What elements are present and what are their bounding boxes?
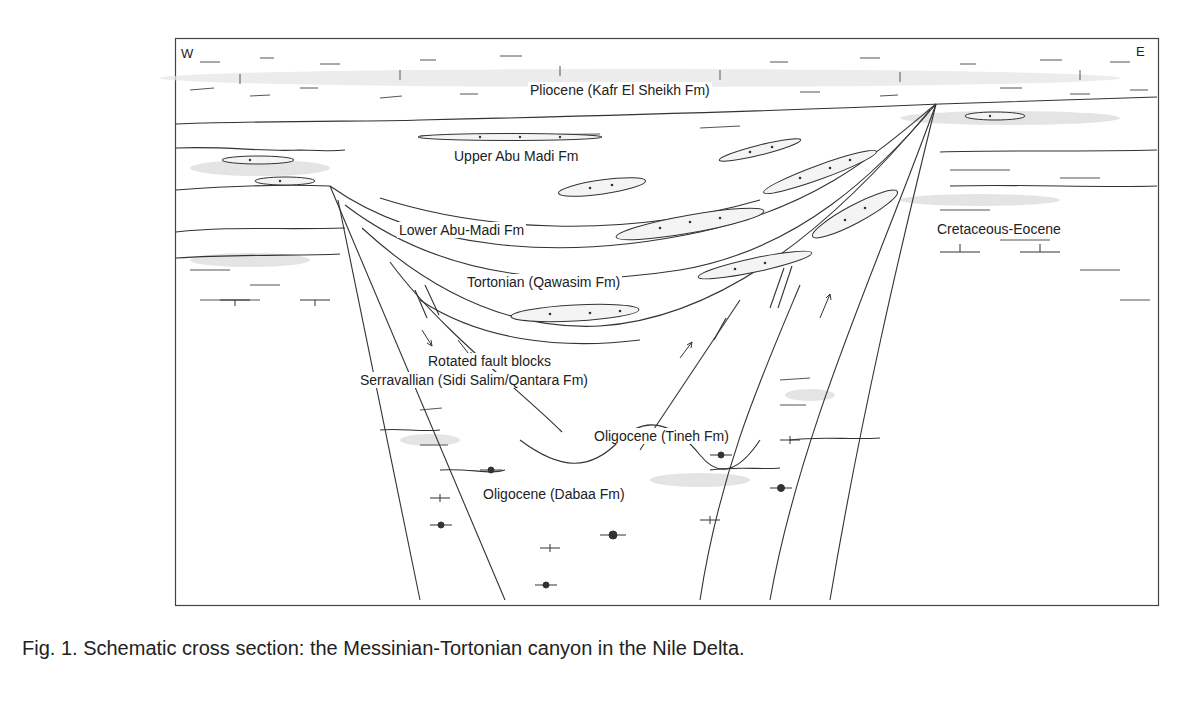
sand-dots: [549, 313, 552, 316]
direction-label: E: [1134, 44, 1147, 60]
horizon-lines: [176, 185, 330, 190]
bedding-dashes: [190, 270, 1150, 300]
horizon-lines: [176, 97, 1157, 344]
fault-lines: [338, 200, 420, 600]
formation-label: Cretaceous-Eocene: [935, 221, 1063, 237]
sand-dots: [734, 268, 737, 271]
grey-shading: [900, 194, 1060, 206]
sand-lenses: [222, 112, 1025, 324]
sand-lenses: [808, 184, 901, 245]
oligocene-horizons: [380, 429, 440, 430]
fault-lines: [830, 104, 936, 600]
horizon-lines: [330, 104, 936, 248]
figure-caption: Fig. 1. Schematic cross section: the Mes…: [22, 636, 745, 660]
grey-shading: [160, 69, 1120, 487]
slip-arrows: [422, 294, 831, 358]
sand-dots: [864, 207, 867, 210]
structure-label: Rotated fault blocks: [426, 353, 553, 369]
sand-dots: [479, 136, 481, 138]
horizon-lines: [345, 104, 936, 278]
slip-arrows: [422, 330, 432, 346]
lithology-symbols: [718, 452, 724, 458]
horizon-lines: [940, 150, 1157, 152]
bedding-dashes: [420, 378, 810, 445]
formation-label: Oligocene (Dabaa Fm): [481, 486, 627, 502]
sand-dots: [764, 262, 767, 265]
sand-dots: [589, 312, 592, 315]
sand-dots: [589, 187, 592, 190]
bedding-dashes: [200, 56, 1130, 64]
sand-dots: [519, 136, 521, 138]
fault-lines: [770, 104, 936, 600]
formation-label: Pliocene (Kafr El Sheikh Fm): [528, 82, 712, 98]
lithology-symbols: [609, 531, 617, 539]
sand-lenses: [557, 174, 646, 200]
formation-label: Lower Abu-Madi Fm: [397, 222, 526, 238]
sand-lenses: [255, 177, 315, 185]
sand-lenses: [761, 145, 879, 199]
oligocene-horizons: [710, 468, 780, 470]
sand-dots: [799, 177, 802, 180]
oligocene-horizons: [520, 425, 760, 469]
lithology-symbols: [488, 467, 494, 473]
sand-lenses: [697, 246, 813, 284]
fault-lines: [415, 266, 792, 340]
formation-label: Serravallian (Sidi Salim/Qantara Fm): [358, 372, 590, 388]
sand-lenses: [418, 134, 602, 141]
lithology-symbols: [438, 522, 444, 528]
sand-dots: [749, 151, 752, 154]
sand-lenses: [965, 112, 1025, 120]
horizon-lines: [176, 254, 340, 258]
sand-lenses: [222, 156, 294, 164]
lithology-symbols: [543, 582, 549, 588]
lithology-symbols: [940, 244, 1060, 252]
formation-label: Upper Abu Madi Fm: [452, 148, 581, 164]
grey-shading: [400, 434, 460, 446]
sand-dots: [659, 227, 662, 230]
lithology-symbols: [220, 300, 330, 306]
oligocene-horizons: [380, 425, 880, 472]
bedding-dashes: [190, 56, 1150, 445]
oligocene-horizons: [790, 438, 880, 440]
sand-dots: [844, 219, 847, 222]
horizon-lines: [176, 148, 345, 151]
lithology-symbols: [430, 455, 792, 585]
grey-shading: [650, 473, 750, 487]
lithology-symbols: [778, 485, 785, 492]
lithology-symbols: [220, 244, 1060, 588]
sand-dots: [619, 310, 622, 313]
horizon-lines: [420, 300, 640, 344]
sand-dots: [611, 184, 614, 187]
horizon-lines: [950, 185, 1157, 186]
slip-arrows: [820, 294, 831, 318]
sand-lenses: [718, 135, 802, 165]
sand-dots: [829, 167, 832, 170]
fault-lines: [330, 104, 936, 600]
sand-dots: [689, 221, 692, 224]
direction-label: W: [179, 46, 195, 62]
sand-dots: [719, 217, 722, 220]
fault-lines: [330, 186, 505, 600]
lithology-symbols: [430, 436, 800, 552]
sand-dots: [249, 115, 991, 316]
sand-dots: [771, 146, 774, 149]
frame: [176, 39, 1159, 606]
horizon-lines: [176, 228, 345, 232]
horizon-lines: [176, 97, 1157, 124]
formation-label: Oligocene (Tineh Fm): [592, 428, 731, 444]
sand-dots: [249, 159, 251, 161]
sand-dots: [559, 136, 561, 138]
sand-lenses: [511, 302, 640, 325]
sand-lenses: [615, 202, 766, 246]
horizon-lines: [362, 110, 930, 326]
sand-dots: [279, 180, 281, 182]
formation-label: Tortonian (Qawasim Fm): [465, 274, 622, 290]
sand-dots: [849, 159, 852, 162]
slip-arrows: [680, 342, 692, 358]
sand-dots: [989, 115, 991, 117]
